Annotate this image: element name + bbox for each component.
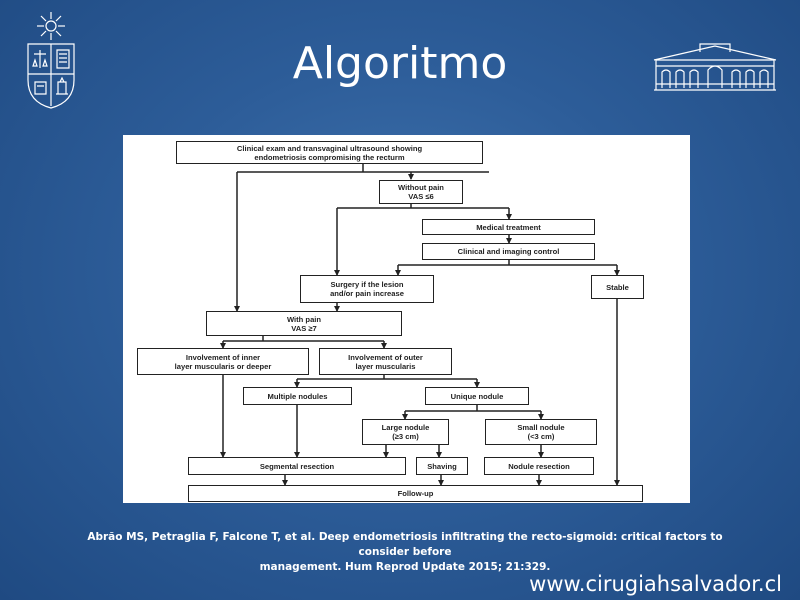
citation-line-2: management. Hum Reprod Update 2015; 21:3… xyxy=(259,561,551,573)
node-nodule-resection: Nodule resection xyxy=(484,457,594,475)
node-start: Clinical exam and transvaginal ultrasoun… xyxy=(176,141,483,164)
flowchart-connectors xyxy=(220,163,620,486)
node-small-nodule: Small nodule (<3 cm) xyxy=(485,419,597,445)
node-stable: Stable xyxy=(591,275,644,299)
node-outer-involvement: Involvement of outer layer muscularis xyxy=(319,348,452,375)
citation: Abrão MS, Petraglia F, Falcone T, et al.… xyxy=(70,530,740,575)
node-shaving: Shaving xyxy=(416,457,468,475)
node-without-pain: Without pain VAS ≤6 xyxy=(379,180,463,204)
node-surgery-if: Surgery if the lesion and/or pain increa… xyxy=(300,275,434,303)
node-unique-nodule: Unique nodule xyxy=(425,387,529,405)
flowchart-diagram: Clinical exam and transvaginal ultrasoun… xyxy=(123,135,690,503)
node-inner-involvement: Involvement of inner layer muscularis or… xyxy=(137,348,309,375)
node-follow-up: Follow-up xyxy=(188,485,643,502)
node-multiple-nodules: Multiple nodules xyxy=(243,387,352,405)
node-medical-treatment: Medical treatment xyxy=(422,219,595,235)
node-segmental-resection: Segmental resection xyxy=(188,457,406,475)
node-with-pain: With pain VAS ≥7 xyxy=(206,311,402,336)
node-large-nodule: Large nodule (≥3 cm) xyxy=(362,419,449,445)
citation-line-1: Abrão MS, Petraglia F, Falcone T, et al.… xyxy=(87,531,723,558)
hospital-building-logo xyxy=(652,40,778,94)
slide-title: Algoritmo xyxy=(292,38,508,89)
university-crest-logo xyxy=(22,10,80,110)
website-url: www.cirugiahsalvador.cl xyxy=(529,572,782,596)
node-control: Clinical and imaging control xyxy=(422,243,595,260)
